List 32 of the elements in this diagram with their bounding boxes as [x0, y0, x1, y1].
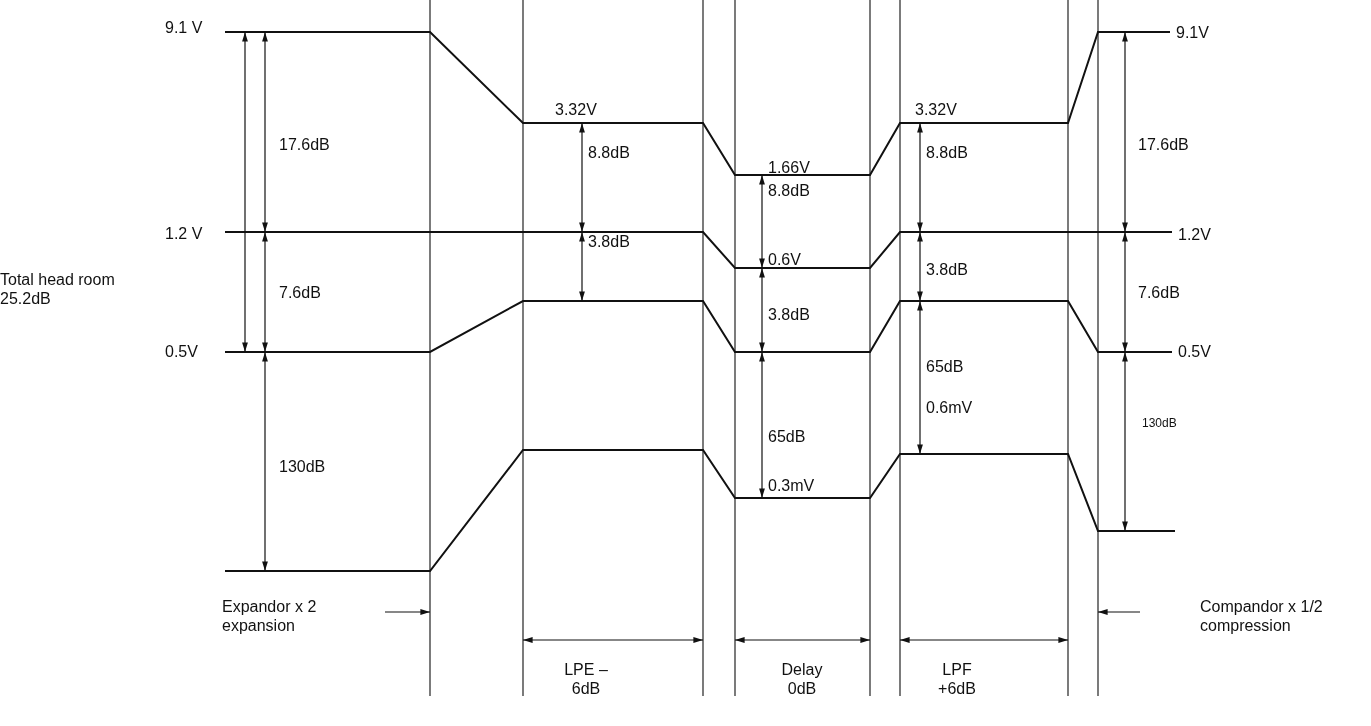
level-label: 9.1 V	[165, 18, 203, 37]
level-label: 8.8dB	[768, 181, 810, 200]
level-label: 8.8dB	[926, 143, 968, 162]
level-label: 3.8dB	[926, 260, 968, 279]
stage-label: Compandor x 1/2 compression	[1200, 597, 1324, 635]
stage-label: Expandor x 2 expansion	[222, 597, 318, 635]
level-label: 0.3mV	[768, 476, 815, 495]
stage-label: Delay 0dB	[780, 660, 824, 698]
level-label: 65dB	[926, 357, 964, 376]
level-label: 0.5V	[1178, 342, 1211, 361]
level-label: 3.32V	[555, 100, 597, 119]
level-label: 8.8dB	[588, 143, 630, 162]
level-label: 130dB	[1142, 415, 1177, 432]
level-label: 1.66V	[768, 158, 810, 177]
stage-label: LPF +6dB	[937, 660, 977, 698]
level-label: 1.2 V	[165, 224, 203, 243]
level-label: 130dB	[279, 457, 326, 476]
level-label: 7.6dB	[1138, 283, 1180, 302]
stage-label: LPE –6dB	[563, 660, 609, 698]
level-label: 0.5V	[165, 342, 198, 361]
level-label: 3.8dB	[588, 232, 630, 251]
level-label: 65dB	[768, 427, 806, 446]
annotation-text: Total head room 25.2dB	[0, 270, 116, 308]
level-label: 7.6dB	[279, 283, 321, 302]
level-label: 17.6dB	[1138, 135, 1189, 154]
level-label: 0.6mV	[926, 398, 973, 417]
level-label: 9.1V	[1176, 23, 1209, 42]
level-label: 3.8dB	[768, 305, 810, 324]
level-label: 0.6V	[768, 250, 801, 269]
level-label: 17.6dB	[279, 135, 330, 154]
level-label: 3.32V	[915, 100, 957, 119]
level-label: 1.2V	[1178, 225, 1211, 244]
